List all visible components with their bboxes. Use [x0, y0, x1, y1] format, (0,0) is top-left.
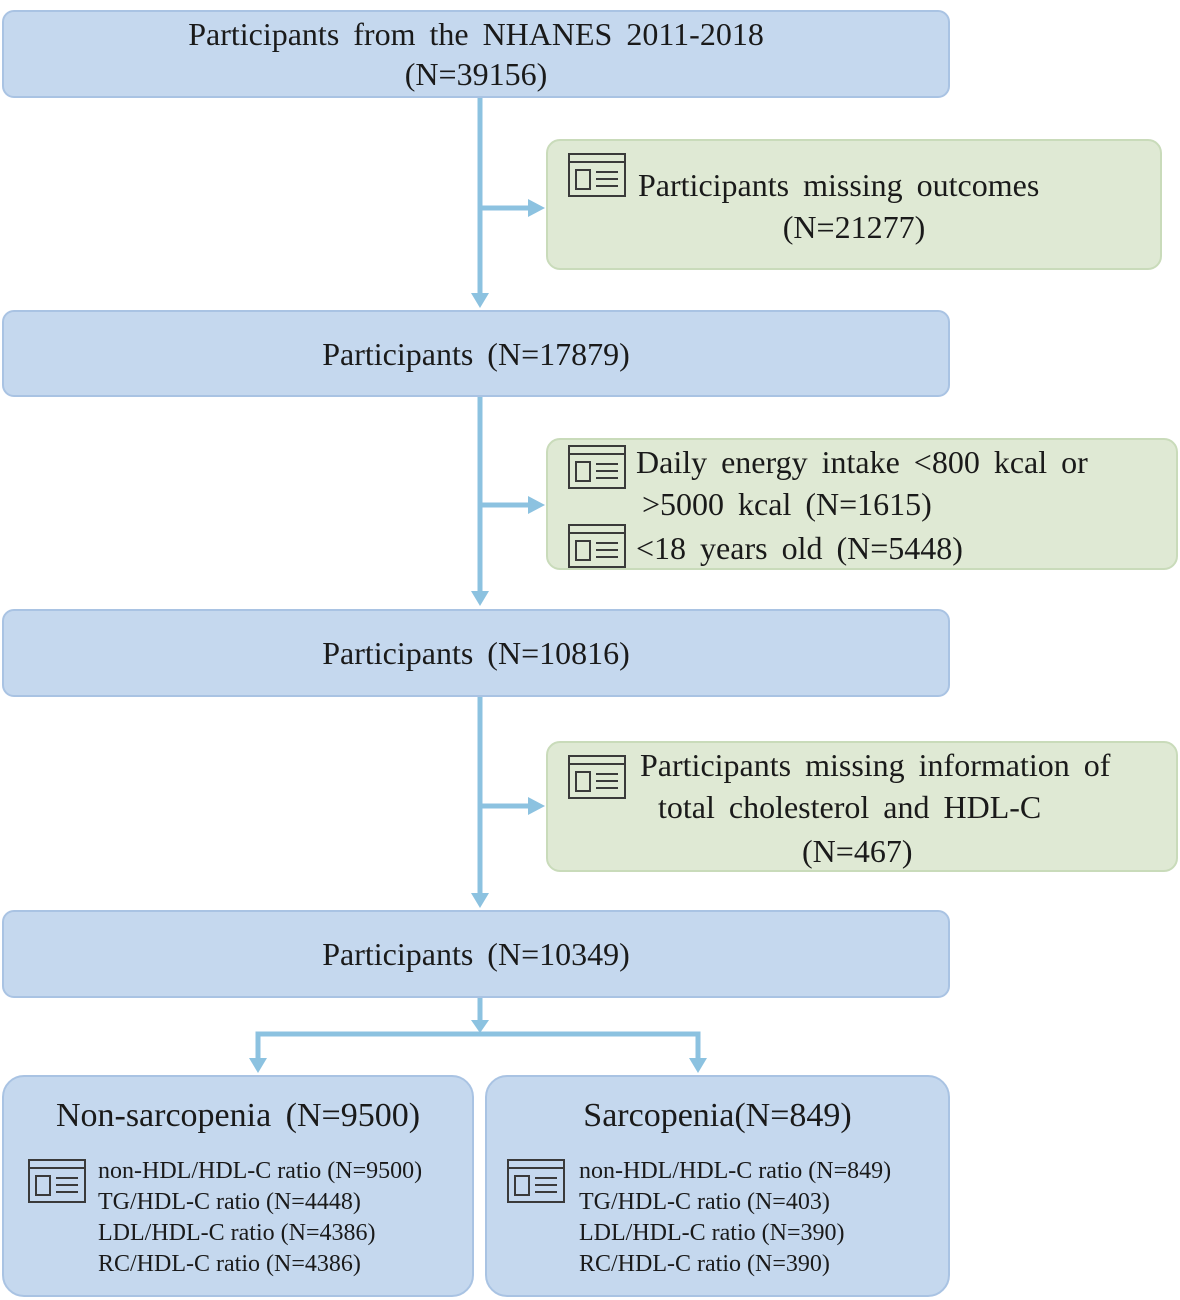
ratio-item: non-HDL/HDL-C ratio (N=9500): [98, 1158, 423, 1184]
exclusion-3-line-2: total cholesterol and HDL-C: [658, 789, 1042, 825]
list-document-icon: [568, 524, 626, 568]
non-sarcopenia-title: Non-sarcopenia (N=9500): [55, 1097, 421, 1134]
exclusion-1-line-1: Participants missing outcomes: [638, 167, 1040, 203]
arrowhead-down-left: [249, 1058, 267, 1073]
list-document-icon: [507, 1159, 565, 1203]
start-line-1: Participants from the NHANES 2011-2018: [188, 16, 764, 52]
arrowhead-down-right: [689, 1058, 707, 1073]
non-sarcopenia-ratio-list: non-HDL/HDL-C ratio (N=9500) TG/HDL-C ra…: [98, 1156, 422, 1280]
ratio-item: TG/HDL-C ratio (N=403): [579, 1189, 830, 1215]
non-sarcopenia-group-box: Non-sarcopenia (N=9500) non-HDL/HDL-C ra…: [2, 1075, 474, 1297]
start-line-2: (N=39156): [404, 56, 548, 92]
arrowhead-down-1: [471, 293, 489, 308]
sarcopenia-ratio-list: non-HDL/HDL-C ratio (N=849) TG/HDL-C rat…: [579, 1156, 891, 1280]
arrowhead-right-2: [528, 496, 545, 514]
exclusion-2-item-1-line-1: Daily energy intake <800 kcal or: [636, 444, 1088, 480]
ratio-item: LDL/HDL-C ratio (N=4386): [98, 1220, 376, 1246]
ratio-item: RC/HDL-C ratio (N=390): [579, 1251, 830, 1277]
exclusion-box-3: Participants missing information of tota…: [546, 741, 1178, 872]
arrowhead-down-4: [471, 1020, 489, 1033]
list-document-icon: [568, 445, 626, 489]
exclusion-2-item-2: <18 years old (N=5448): [636, 530, 963, 566]
participants-box-3: Participants (N=10816): [2, 609, 950, 697]
ratio-item: RC/HDL-C ratio (N=4386): [98, 1251, 361, 1277]
connector-split: [255, 1031, 701, 1060]
participants-4-label: Participants (N=10349): [322, 936, 630, 972]
list-document-icon: [28, 1159, 86, 1203]
sarcopenia-group-box: Sarcopenia(N=849) non-HDL/HDL-C ratio (N…: [485, 1075, 950, 1297]
ratio-item: LDL/HDL-C ratio (N=390): [579, 1220, 845, 1246]
arrowhead-right-1: [528, 199, 545, 217]
arrowhead-down-2: [471, 591, 489, 606]
participants-3-label: Participants (N=10816): [322, 635, 630, 671]
start-box: Participants from the NHANES 2011-2018 (…: [2, 10, 950, 98]
exclusion-3-line-1: Participants missing information of: [640, 747, 1111, 783]
arrowhead-down-3: [471, 893, 489, 908]
exclusion-1-line-2: (N=21277): [782, 209, 926, 245]
ratio-item: non-HDL/HDL-C ratio (N=849): [579, 1158, 892, 1184]
exclusion-3-line-3: (N=467): [802, 833, 913, 869]
participants-2-label: Participants (N=17879): [322, 335, 630, 372]
arrowhead-right-3: [528, 797, 545, 815]
list-document-icon: [568, 755, 626, 799]
exclusion-box-1: Participants missing outcomes (N=21277): [546, 139, 1162, 270]
sarcopenia-title: Sarcopenia(N=849): [583, 1097, 852, 1134]
participants-box-4: Participants (N=10349): [2, 910, 950, 998]
list-document-icon: [568, 153, 626, 197]
participants-box-2: Participants (N=17879): [2, 310, 950, 397]
ratio-item: TG/HDL-C ratio (N=4448): [98, 1189, 361, 1215]
exclusion-2-item-1-line-2: >5000 kcal (N=1615): [642, 486, 932, 522]
exclusion-box-2: Daily energy intake <800 kcal or >5000 k…: [546, 438, 1178, 570]
